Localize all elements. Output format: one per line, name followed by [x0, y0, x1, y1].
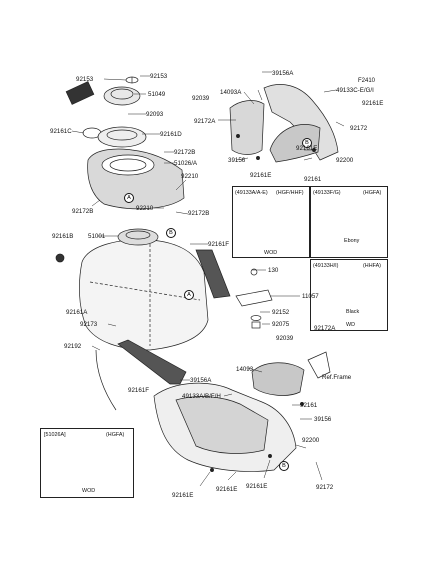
part-label: 92172 — [316, 484, 334, 491]
callout-code: (HGFA) — [363, 190, 382, 196]
part-label: 39156 — [314, 416, 332, 423]
part-label: Ref.Frame — [322, 374, 352, 381]
part-label: 92153 — [76, 76, 94, 83]
part-label: 130 — [268, 267, 279, 274]
part-label: 51001 — [88, 233, 106, 240]
marker-b: B — [279, 461, 289, 471]
callout-part: (49133F/G) — [313, 190, 341, 196]
part-label: 92173 — [80, 321, 98, 328]
marker-a: A — [124, 193, 134, 203]
part-label: 92200 — [336, 157, 354, 164]
part-label: 14093 — [236, 366, 254, 373]
part-label: 51026/A — [174, 160, 198, 167]
part-label: 92161E — [250, 172, 272, 179]
part-label: 39156A — [272, 70, 294, 77]
part-label: 92153 — [150, 73, 168, 80]
part-label: 49133A/B/F/H — [182, 393, 221, 400]
callout-color-note: Ebony — [344, 238, 360, 244]
callout-part: (49133H/I) — [313, 263, 339, 269]
part-label: 92172B — [72, 208, 94, 215]
part-label: 92161E — [172, 492, 194, 499]
upper-shroud — [229, 84, 339, 163]
part-label: 92075 — [272, 321, 290, 328]
part-label: 49133C-E/G/I — [336, 87, 374, 94]
part-label: 92152 — [272, 309, 290, 316]
part-label: 14093A — [220, 89, 242, 96]
callout-box-hgfa — [310, 186, 388, 258]
part-label: 92039 — [192, 95, 210, 102]
fuel-cap-parts — [65, 76, 147, 148]
part-label: 92161E — [246, 483, 268, 490]
part-label: 92161E — [296, 145, 318, 152]
part-label: 92172A — [194, 118, 216, 125]
tank-cover — [87, 148, 185, 210]
part-label: 92161B — [52, 233, 74, 240]
callout-code: (HGF/HHF) — [276, 190, 304, 196]
part-label: 92039 — [276, 335, 294, 342]
marker-b: B — [166, 228, 176, 238]
callout-box-hgf-hhf — [232, 186, 310, 258]
callout-color-note: WOD — [82, 488, 96, 494]
callout-part: (49133A/A-E) — [235, 190, 268, 196]
callout-color-note: WD — [346, 322, 355, 328]
callout-color-note: WOD — [264, 250, 278, 256]
part-label: 92161F — [128, 387, 149, 394]
callout-box-51026a — [40, 428, 134, 498]
part-label: 39156A — [190, 377, 212, 384]
part-label: 92210 — [181, 173, 199, 180]
part-label: 92200 — [302, 437, 320, 444]
part-label: 92172B — [188, 210, 210, 217]
part-label: 92172B — [174, 149, 196, 156]
part-label: 11057 — [302, 293, 319, 300]
part-label: 92210 — [136, 205, 154, 212]
part-label: 92161D — [160, 131, 182, 138]
marker-b: B — [302, 138, 312, 148]
callout-code: (HHFA) — [363, 263, 381, 269]
part-label: 92093 — [146, 111, 164, 118]
fuel-tank — [79, 228, 209, 351]
marker-a: A — [184, 290, 194, 300]
figure-id: F2410 — [358, 78, 376, 84]
part-label: 92172A — [314, 325, 336, 332]
part-label: 92161E — [362, 100, 384, 107]
callout-box-hhfa — [310, 259, 388, 331]
part-label: 92172 — [350, 125, 368, 132]
lower-shroud — [153, 362, 305, 472]
part-label: 92161C — [50, 128, 72, 135]
part-label: 92161E — [216, 486, 238, 493]
part-label: 39156 — [228, 157, 246, 164]
part-label: 92161A — [66, 309, 88, 316]
callout-code: (HGFA) — [106, 432, 125, 438]
callout-part: [51026A] — [44, 432, 66, 438]
part-label: 92192 — [64, 343, 82, 350]
part-label: 92161 — [304, 176, 322, 183]
part-label: 92161F — [208, 241, 229, 248]
part-label: 51049 — [148, 91, 166, 98]
callout-color-note: Black — [346, 309, 360, 315]
part-label: 92161 — [300, 402, 318, 409]
